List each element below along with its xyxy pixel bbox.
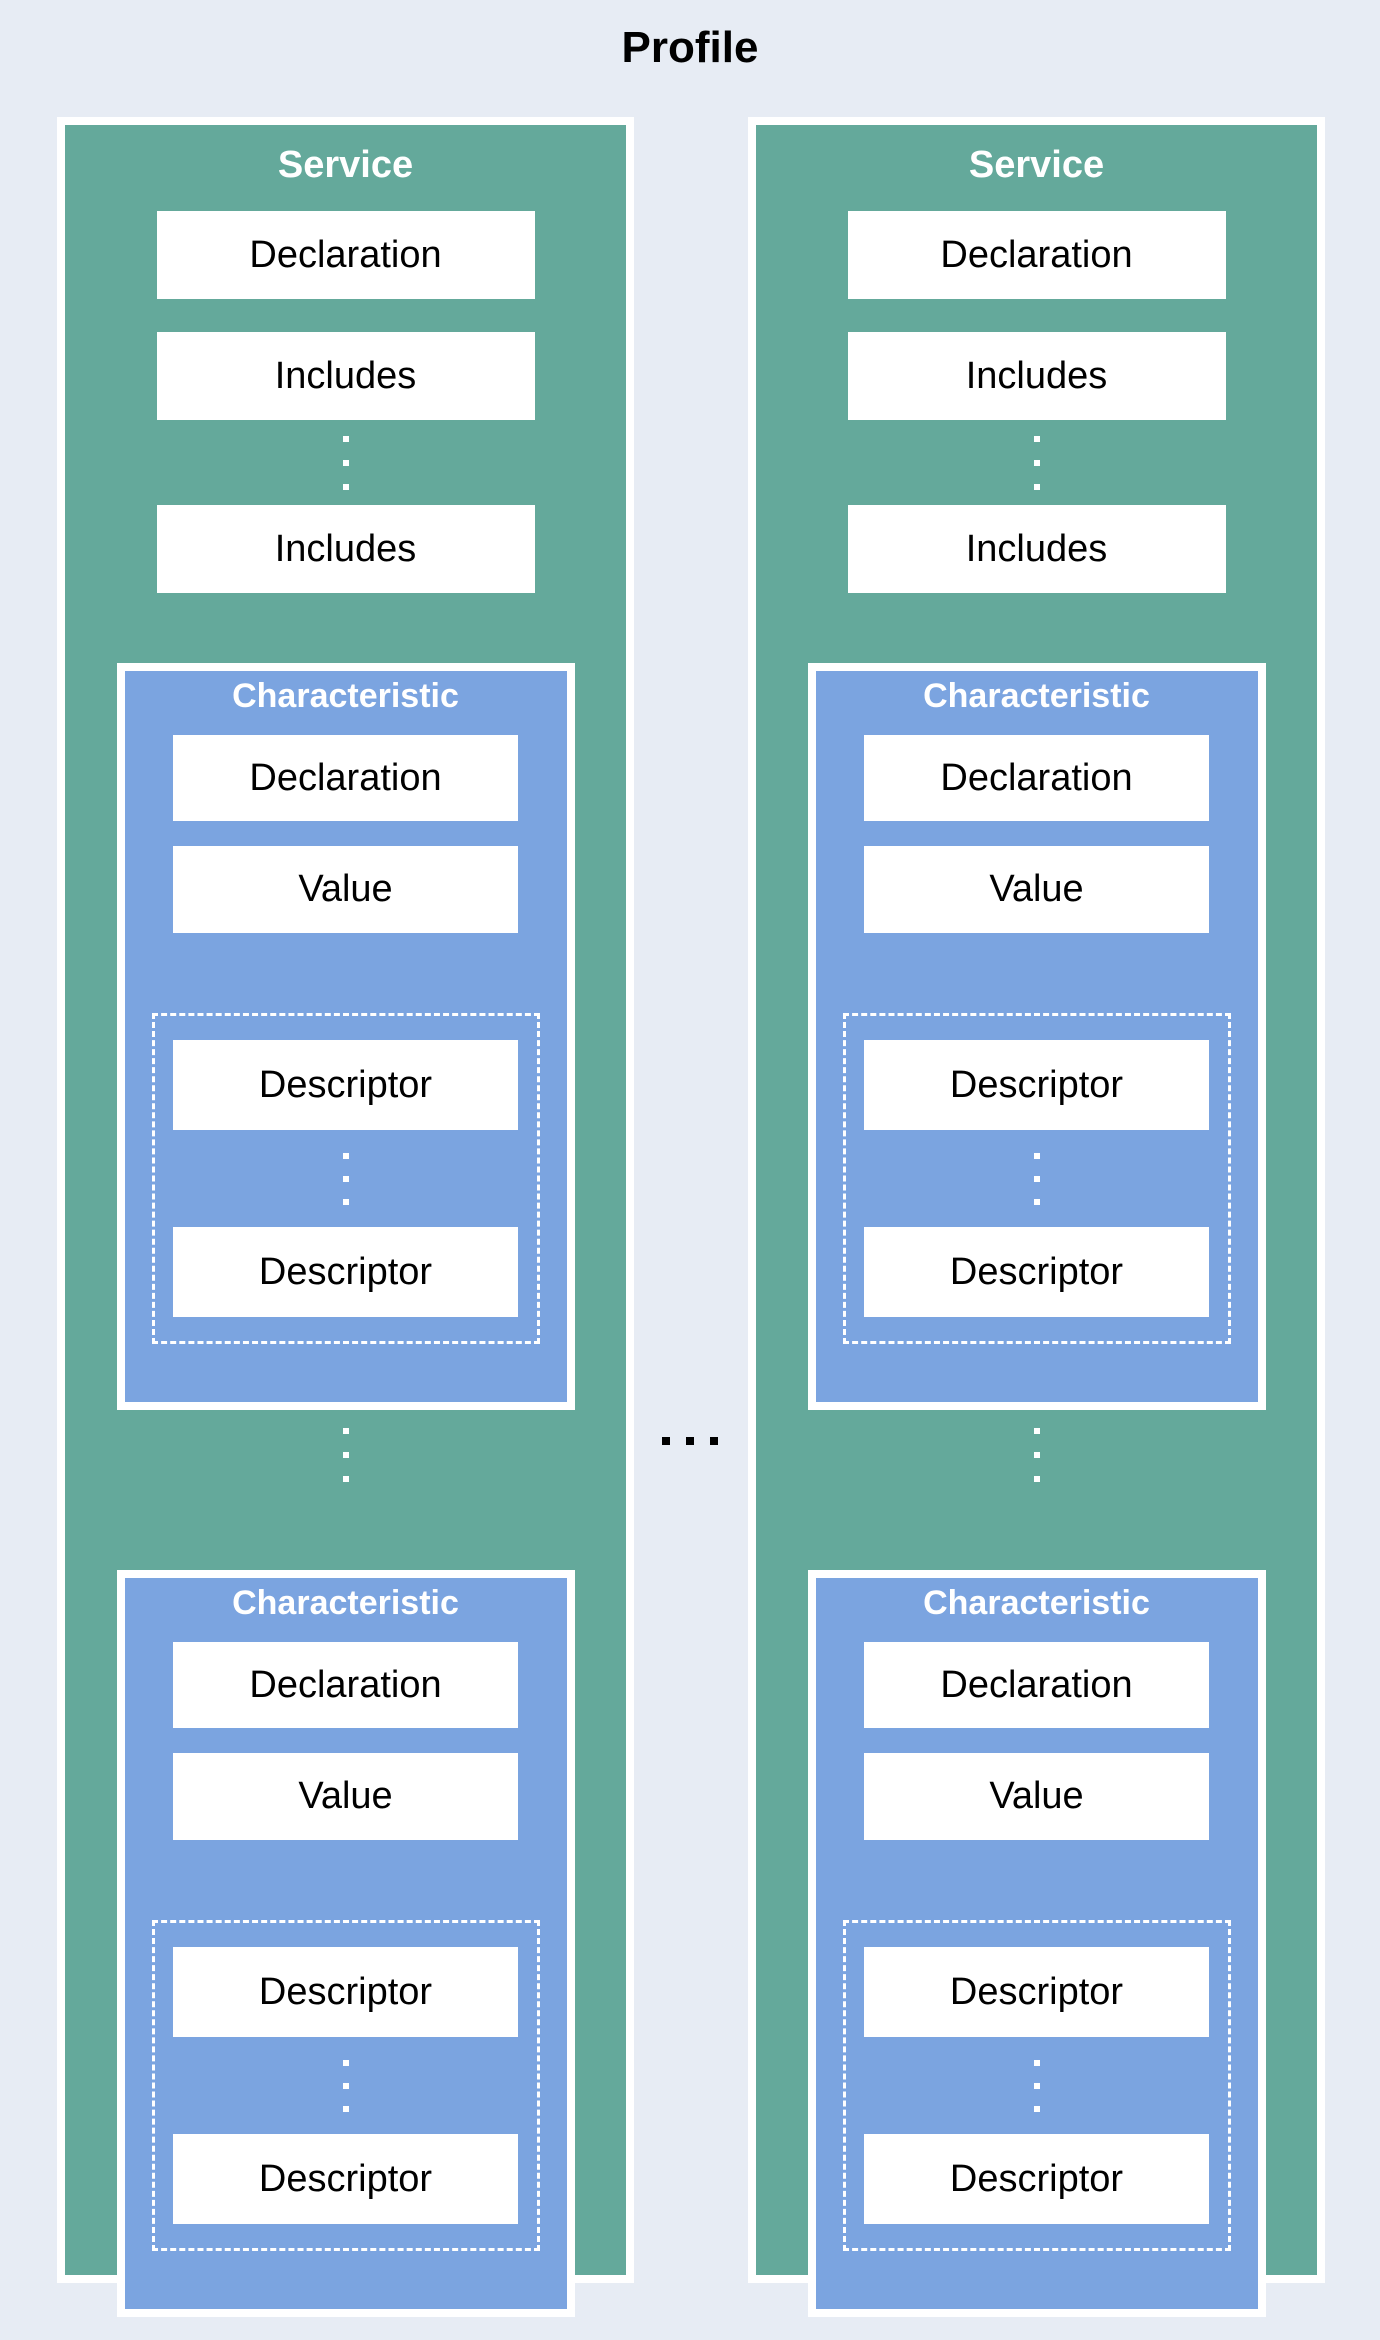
characteristic-block: Characteristic Declaration Value Descrip… <box>807 1570 1266 2317</box>
characteristic-title: Characteristic <box>232 677 459 715</box>
descriptor-box: Descriptor <box>173 1227 518 1317</box>
characteristic-title: Characteristic <box>923 677 1150 715</box>
characteristic-value-box: Value <box>173 1753 518 1840</box>
horizontal-ellipsis-icon <box>0 1437 1380 1445</box>
characteristic-value-box: Value <box>864 846 1209 933</box>
page-title: Profile <box>621 23 759 72</box>
descriptor-box: Descriptor <box>864 1947 1209 2037</box>
service-title: Service <box>277 144 414 186</box>
descriptor-box: Descriptor <box>864 1227 1209 1317</box>
characteristic-declaration-box: Declaration <box>173 1642 518 1728</box>
characteristic-title: Characteristic <box>232 1584 459 1622</box>
includes-box: Includes <box>156 505 535 593</box>
characteristic-block: Characteristic Declaration Value Descrip… <box>807 663 1266 1410</box>
characteristic-panel: Characteristic Declaration Value Descrip… <box>124 1578 567 2309</box>
vertical-ellipsis-icon <box>342 420 349 505</box>
vertical-ellipsis-icon <box>342 1410 349 1500</box>
service-block: Service Declaration Includes Includes Ch… <box>748 117 1325 2317</box>
vertical-ellipsis-icon <box>342 1130 349 1227</box>
characteristic-declaration-box: Declaration <box>864 1642 1209 1728</box>
characteristic-value-box: Value <box>864 1753 1209 1840</box>
descriptor-box: Descriptor <box>864 2134 1209 2224</box>
vertical-ellipsis-icon <box>1033 2037 1040 2134</box>
service-panel: Service Declaration Includes Includes Ch… <box>65 125 626 2317</box>
service-panel: Service Declaration Includes Includes Ch… <box>756 125 1317 2317</box>
vertical-ellipsis-icon <box>1033 1410 1040 1500</box>
characteristic-panel: Characteristic Declaration Value Descrip… <box>815 671 1258 1402</box>
descriptor-box: Descriptor <box>864 1040 1209 1130</box>
descriptor-group: Descriptor Descriptor <box>842 1013 1231 1344</box>
service-title: Service <box>968 144 1105 186</box>
vertical-ellipsis-icon <box>342 2037 349 2134</box>
characteristic-panel: Characteristic Declaration Value Descrip… <box>815 1578 1258 2309</box>
characteristic-panel: Characteristic Declaration Value Descrip… <box>124 671 567 1402</box>
descriptor-group: Descriptor Descriptor <box>151 1920 540 2251</box>
vertical-ellipsis-icon <box>1033 420 1040 505</box>
service-declaration-box: Declaration <box>847 211 1226 299</box>
service-declaration-box: Declaration <box>156 211 535 299</box>
characteristic-block: Characteristic Declaration Value Descrip… <box>116 663 575 1410</box>
characteristic-declaration-box: Declaration <box>864 735 1209 821</box>
includes-box: Includes <box>156 332 535 420</box>
characteristic-value-box: Value <box>173 846 518 933</box>
characteristic-block: Characteristic Declaration Value Descrip… <box>116 1570 575 2317</box>
includes-box: Includes <box>847 505 1226 593</box>
descriptor-box: Descriptor <box>173 2134 518 2224</box>
vertical-ellipsis-icon <box>1033 1130 1040 1227</box>
includes-box: Includes <box>847 332 1226 420</box>
descriptor-group: Descriptor Descriptor <box>842 1920 1231 2251</box>
descriptor-box: Descriptor <box>173 1947 518 2037</box>
characteristic-declaration-box: Declaration <box>173 735 518 821</box>
descriptor-box: Descriptor <box>173 1040 518 1130</box>
descriptor-group: Descriptor Descriptor <box>151 1013 540 1344</box>
service-block: Service Declaration Includes Includes Ch… <box>57 117 634 2317</box>
characteristic-title: Characteristic <box>923 1584 1150 1622</box>
